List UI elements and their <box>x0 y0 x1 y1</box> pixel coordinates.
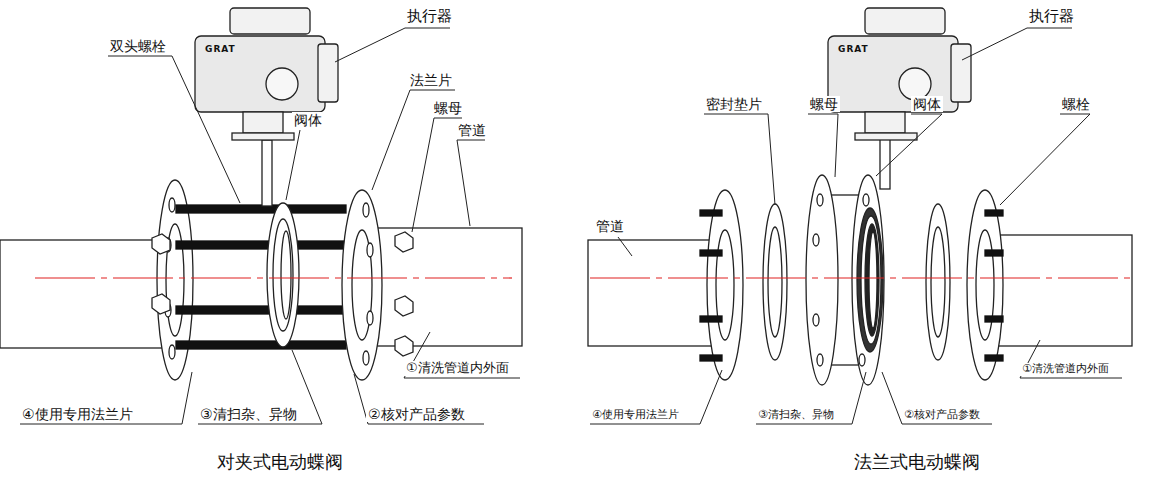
part-label: ②核对产品参数 <box>366 406 467 422</box>
figure-caption: 法兰式电动蝶阀 <box>852 452 982 473</box>
part-label: ①清洗管道内外面 <box>404 361 511 376</box>
part-label: 密封垫片 <box>704 96 764 112</box>
part-label: 螺母 <box>432 100 464 116</box>
brand-logo: GRAT <box>203 44 238 54</box>
part-label: 双头螺栓 <box>108 38 168 54</box>
part-label: 螺栓 <box>1060 96 1092 112</box>
brand-logo: GRAT <box>836 44 871 54</box>
part-label: ②核对产品参数 <box>902 409 982 422</box>
part-label: 管道 <box>594 218 626 234</box>
part-label: 执行器 <box>405 8 454 25</box>
part-label: ④使用专用法兰片 <box>590 409 681 422</box>
part-label: ④使用专用法兰片 <box>20 406 135 422</box>
part-label: 管道 <box>456 122 488 138</box>
part-label: ①清洗管道内外面 <box>1020 363 1111 376</box>
part-label: 执行器 <box>1027 8 1076 25</box>
part-label: 阀体 <box>911 96 943 112</box>
part-label: ③清扫杂、异物 <box>198 406 299 422</box>
part-label: ③清扫杂、异物 <box>756 409 836 422</box>
part-label: 法兰片 <box>408 72 454 88</box>
part-label: 阀体 <box>292 112 324 128</box>
part-label: 螺母 <box>808 96 840 112</box>
figure-caption: 对夹式电动蝶阀 <box>215 452 345 473</box>
